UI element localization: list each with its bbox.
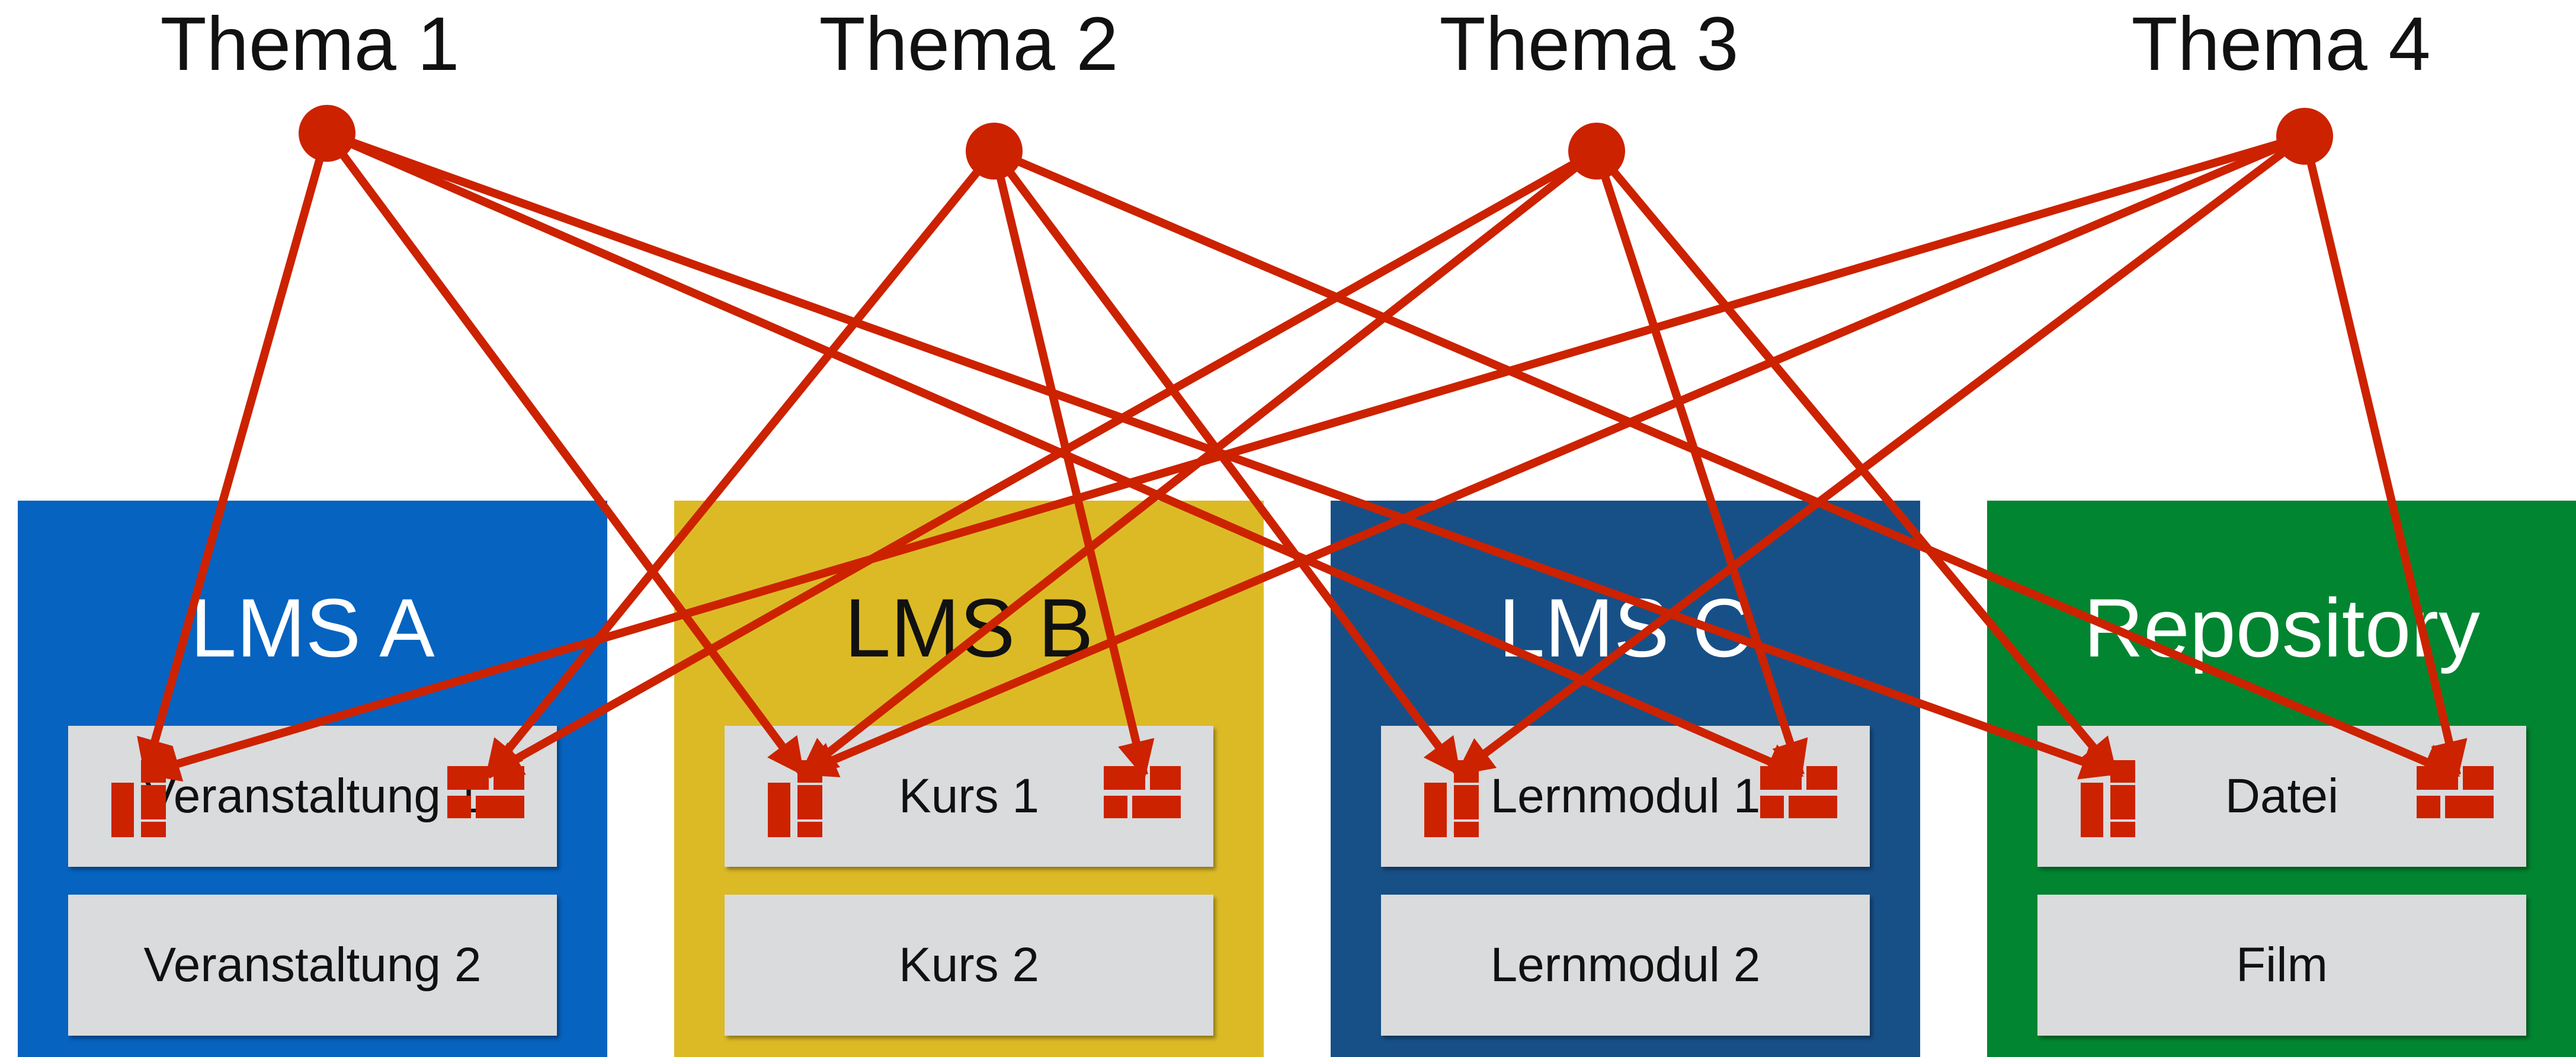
link-arrow-t2-lmsA-right [484,148,998,778]
content-item-veranstaltung-2[interactable]: Veranstaltung 2 [68,895,557,1036]
item-label: Kurs 2 [899,938,1039,992]
topic-node-t4[interactable] [2276,108,2333,165]
link-arrow-t1-lmsB-left [323,130,806,777]
item-label: Lernmodul 2 [1490,938,1761,992]
item-label: Kurs 1 [899,769,1039,823]
link-arrow-t3-lmsC-right [1593,149,1808,779]
item-label: Lernmodul 1 [1490,769,1761,823]
topic-node-t1[interactable] [299,105,355,162]
system-title-lms-b: LMS B [844,581,1094,674]
topic-label-4: Thema 4 [2131,2,2431,87]
link-arrow-t4-lmsC-left [1455,133,2308,777]
topic-label-3: Thema 3 [1439,2,1739,87]
topic-label-1: Thema 1 [160,2,460,87]
content-item-kurs-2[interactable]: Kurs 2 [725,895,1213,1036]
link-arrow-t3-lmsA-right [484,147,1599,779]
topic-label-2: Thema 2 [819,2,1119,87]
link-arrow-t2-lmsC-left [991,148,1462,777]
topic-node-t2[interactable] [966,123,1023,180]
link-arrow-t3-repo-left [1593,148,2119,776]
link-arrow-t4-lmsB-left [799,132,2306,777]
link-arrow-t2-repo-right [992,147,2460,779]
info-block-icon [2081,760,2135,837]
link-arrow-t1-lmsA-left [137,132,331,777]
brick-grid-icon [447,766,524,818]
item-label: Datei [2225,769,2339,823]
topic-node-t3[interactable] [1568,123,1625,180]
system-title-lms-a: LMS A [190,581,435,674]
content-item-film[interactable]: Film [2037,895,2526,1036]
item-label: Film [2236,938,2328,992]
content-item-lernmodul-2[interactable]: Lernmodul 2 [1381,895,1870,1036]
info-block-icon [1424,760,1479,837]
link-arrow-t2-lmsB-right [990,150,1155,779]
link-arrow-t4-lmsA-left [142,132,2306,782]
item-label: Veranstaltung 2 [143,938,482,992]
item-label: Veranstaltung 1 [143,769,482,823]
system-box-lms-a: LMS A Veranstaltung 1 Veranstaltung 2 [18,501,607,1057]
link-arrow-t4-repo-right [2301,135,2468,779]
